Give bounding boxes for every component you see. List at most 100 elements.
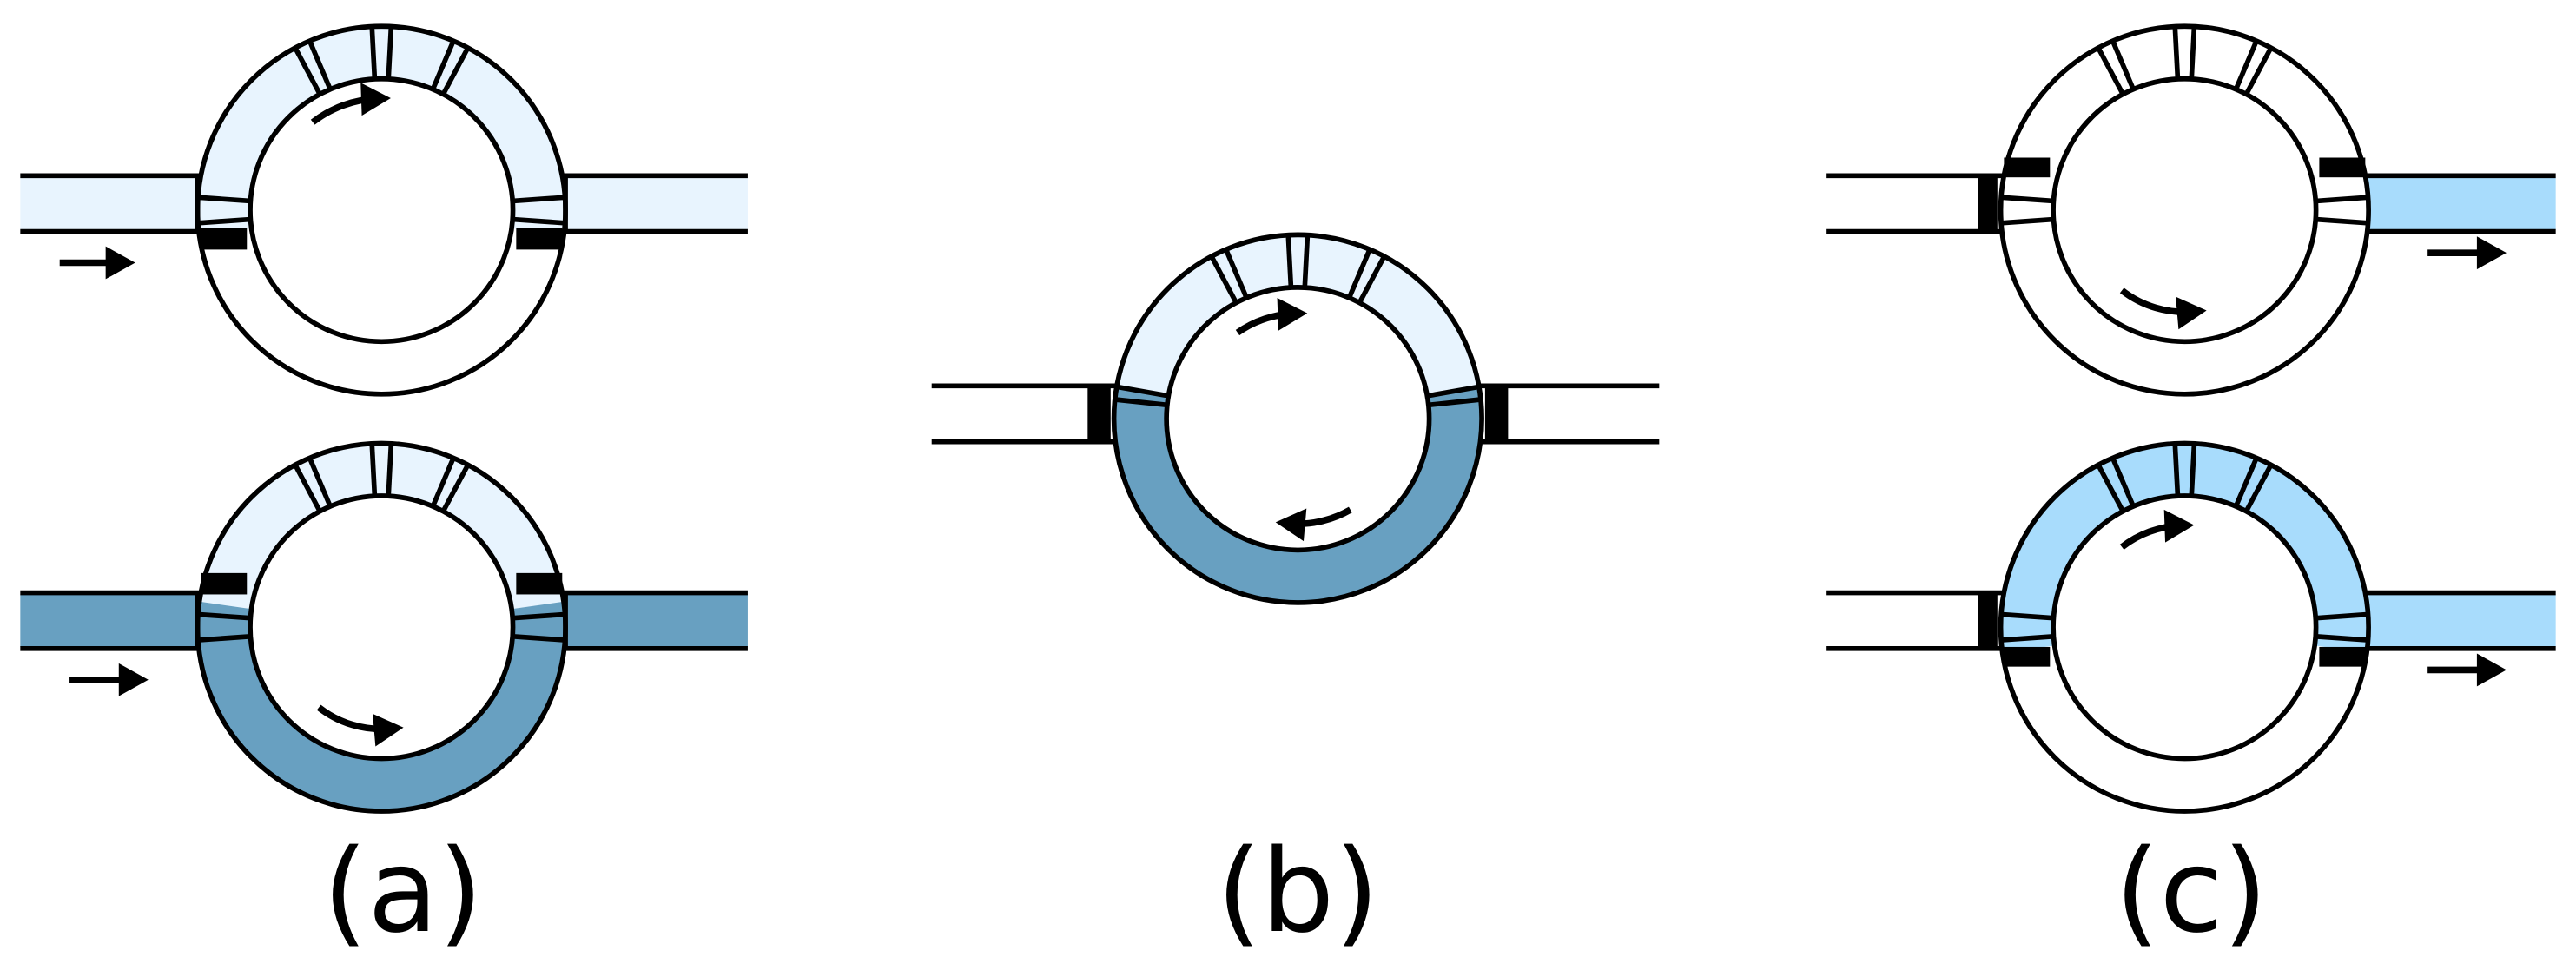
panel-label-c: (c) [2115, 825, 2268, 959]
coupler-divider [512, 195, 565, 204]
ring-divider [2110, 457, 2136, 508]
coupler-divider [2315, 633, 2368, 643]
coupler-divider [2000, 216, 2054, 226]
waveguide-electrode-block [1087, 387, 1111, 444]
flow-arrow-icon [59, 246, 135, 280]
coupler-divider [1114, 397, 1168, 408]
output-waveguide [2352, 173, 2556, 234]
ring-divider [307, 457, 333, 508]
rotation-arrow-icon [2119, 509, 2195, 550]
rotation-arrow-icon [1235, 297, 1308, 336]
rotation-arrow-head [360, 83, 391, 116]
ring-divider [2110, 39, 2136, 90]
ring-segment [197, 26, 566, 236]
coupler-divider [197, 195, 251, 204]
rotation-arrow-icon [316, 704, 404, 747]
ring-divider [2096, 46, 2125, 96]
input-waveguide [20, 173, 215, 234]
coupler-divider [512, 216, 565, 226]
ring-outer-edge [1998, 23, 2371, 397]
waveguide-electrode-block [1978, 594, 1998, 647]
coupler-divider [197, 216, 251, 226]
coupler-divider [1428, 397, 1482, 408]
coupler-divider [197, 611, 251, 621]
ring-divider [1223, 248, 1249, 300]
ring-divider [2172, 443, 2181, 497]
flow-arrow-icon [69, 663, 149, 696]
rotation-arrow-head [2176, 296, 2207, 330]
ring-divider [293, 463, 322, 513]
ring-divider [430, 457, 456, 508]
ring-inner-edge [1164, 285, 1432, 553]
panel-a-ring-bottom [20, 440, 748, 814]
coupler-divider [1426, 384, 1480, 399]
ring-divider [1357, 254, 1387, 304]
panel-label-b: (b) [1217, 825, 1379, 959]
coupler-electrode-block [201, 572, 248, 595]
ring-divider [2243, 46, 2274, 96]
flow-arrow-head [2476, 653, 2507, 687]
ring-divider [386, 26, 394, 80]
flow-arrow-icon [2427, 653, 2507, 687]
ring-divider [386, 443, 394, 497]
rotation-arrow-icon [2119, 287, 2207, 330]
ring-inner-edge [248, 76, 516, 345]
ring-divider [1209, 254, 1238, 304]
panel-b-ring [931, 232, 1660, 605]
coupler-divider [2000, 633, 2054, 643]
ring-segment [1113, 386, 1483, 603]
ring-divider [369, 26, 378, 80]
ring-divider [2172, 26, 2181, 80]
coupler-electrode-block [2004, 157, 2051, 178]
flow-arrow-head [105, 246, 135, 280]
ring-segment [197, 601, 566, 812]
coupler-electrode-block [2004, 646, 2051, 667]
panel-c-ring-bottom [1826, 440, 2556, 814]
panel-a-ring-top [20, 23, 748, 397]
ring-inner-edge [2051, 76, 2319, 345]
ring-divider [2189, 443, 2197, 497]
ring-outer-edge [1111, 232, 1484, 605]
coupler-divider [512, 611, 565, 621]
input-waveguide [20, 590, 215, 651]
rotation-arrow-head [1277, 297, 1308, 331]
coupler-divider [197, 633, 251, 643]
ring-divider [2096, 463, 2125, 513]
ring-divider [369, 443, 378, 497]
rotation-arrow-icon [1275, 506, 1352, 542]
coupler-divider [2315, 216, 2368, 226]
coupler-electrode-block [2319, 157, 2366, 178]
rotation-arrow-head [1275, 508, 1307, 542]
coupler-divider [512, 633, 565, 643]
panel-label-a: (a) [323, 825, 483, 959]
coupler-divider [2000, 195, 2054, 204]
ring-divider [2233, 457, 2259, 508]
rotation-arrow-icon [310, 83, 391, 125]
ring-divider [1302, 234, 1311, 288]
ring-divider [2233, 39, 2259, 90]
flow-arrow-icon [2427, 236, 2507, 270]
ring-outer-edge [195, 23, 568, 397]
flow-arrow-head [118, 663, 149, 696]
coupler-divider [2315, 195, 2368, 204]
coupler-electrode-block [516, 228, 563, 250]
waveguide-electrode-block [1484, 387, 1509, 444]
ring-divider [440, 46, 471, 96]
flow-arrow-head [2476, 236, 2507, 270]
output-waveguide [549, 173, 748, 234]
ring-divider [430, 39, 456, 90]
ring-segment [2000, 443, 2369, 653]
ring-outer-edge [1998, 440, 2371, 814]
coupler-electrode-block [201, 228, 248, 250]
waveguide-electrode-block [1978, 177, 1998, 230]
coupler-divider [2000, 611, 2054, 621]
ring-outer-edge [195, 440, 568, 814]
panel-c-ring-top [1826, 23, 2556, 397]
coupler-electrode-block [2319, 646, 2366, 667]
input-waveguide [1826, 173, 2018, 234]
ring-segment [1116, 234, 1479, 396]
ring-divider [1346, 248, 1372, 300]
coupler-divider [1116, 384, 1169, 399]
ring-divider [1285, 234, 1294, 288]
